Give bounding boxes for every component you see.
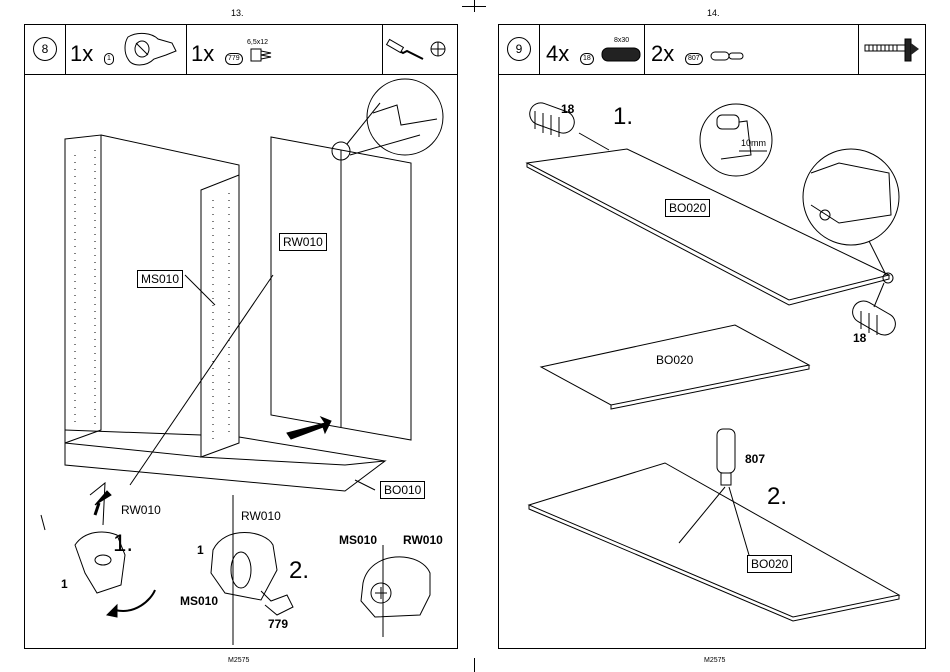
part-label-bo020: BO020: [747, 555, 792, 573]
depth-label: 10mm: [741, 138, 766, 148]
dowel-18-label: 18: [853, 331, 866, 345]
step-2-label: 2.: [767, 483, 787, 511]
label-rw010: RW010: [121, 503, 161, 517]
label-part-1: 1: [61, 577, 68, 591]
dowel-18-label: 18: [561, 102, 574, 116]
step-2-label: 2.: [289, 557, 309, 585]
footer-code: M2575: [228, 657, 249, 664]
part-label-bo010: BO010: [380, 481, 425, 499]
label-rw010: RW010: [241, 509, 281, 523]
label-ms010: MS010: [339, 533, 377, 547]
step-1-label: 1.: [113, 530, 133, 558]
left-page: 8 1x 1 1x 779 6,5x12: [24, 24, 458, 649]
footer-code: M2575: [704, 657, 725, 664]
step-1-label: 1.: [613, 103, 633, 131]
label-screw-779: 779: [268, 617, 288, 631]
crop-mark: [474, 658, 475, 672]
crop-mark: [462, 6, 486, 7]
part-label-rw010: RW010: [279, 233, 327, 251]
pin-807-label: 807: [745, 452, 765, 466]
label-ms010: MS010: [180, 594, 218, 608]
label-rw010: RW010: [403, 533, 443, 547]
right-page: 9 4x 18 8x30 2x 807: [498, 24, 926, 649]
page-number: 13.: [231, 8, 244, 18]
part-label-bo020: BO020: [656, 353, 693, 367]
part-label-ms010: MS010: [137, 270, 183, 288]
part-label-bo020: BO020: [665, 199, 710, 217]
label-part-1: 1: [197, 543, 204, 557]
assembly-illustration: [25, 25, 459, 650]
page-number: 14.: [707, 8, 720, 18]
